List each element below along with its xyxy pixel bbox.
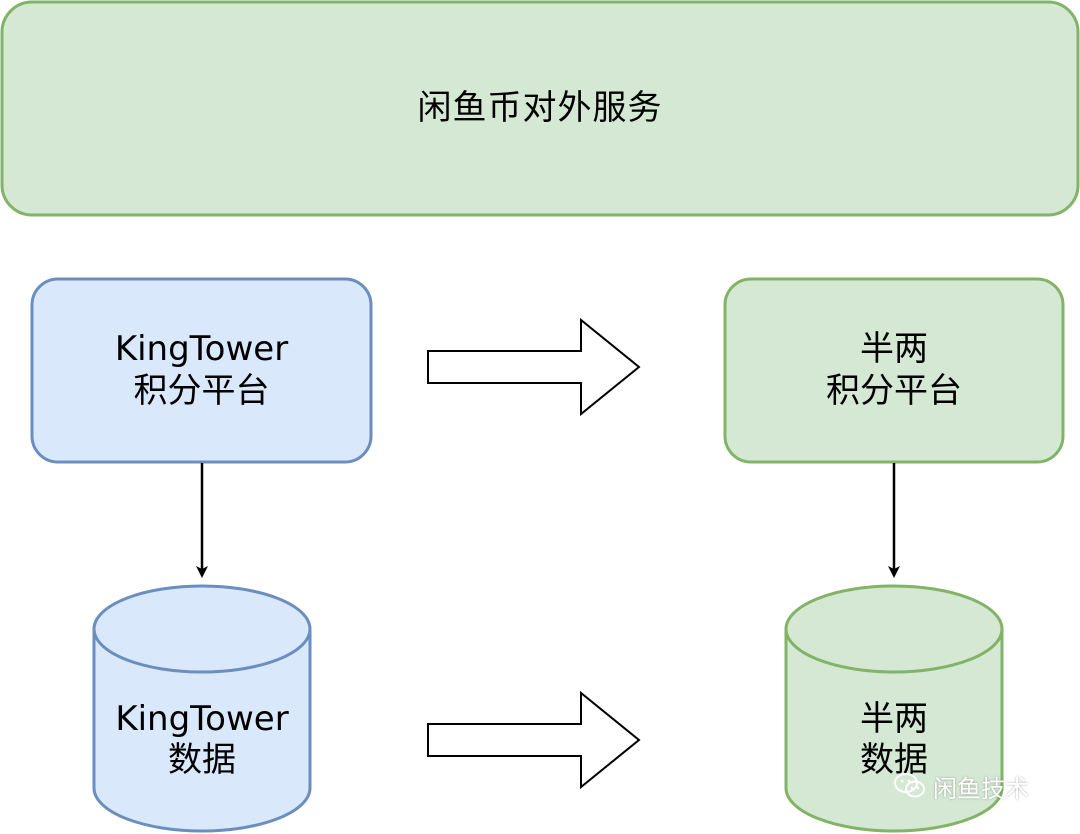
kingtower-data-cylinder	[92, 584, 312, 833]
platform-migration-arrow	[427, 317, 641, 417]
top-service-box	[0, 0, 1080, 217]
watermark-text: 闲鱼技术	[933, 774, 1029, 803]
banliang-data-cylinder	[784, 584, 1004, 833]
kingtower-platform-box	[30, 277, 373, 464]
banliang-platform-box	[723, 277, 1065, 464]
data-migration-arrow	[427, 690, 641, 790]
watermark: 闲鱼技术	[893, 770, 1029, 803]
wechat-icon	[894, 773, 925, 798]
